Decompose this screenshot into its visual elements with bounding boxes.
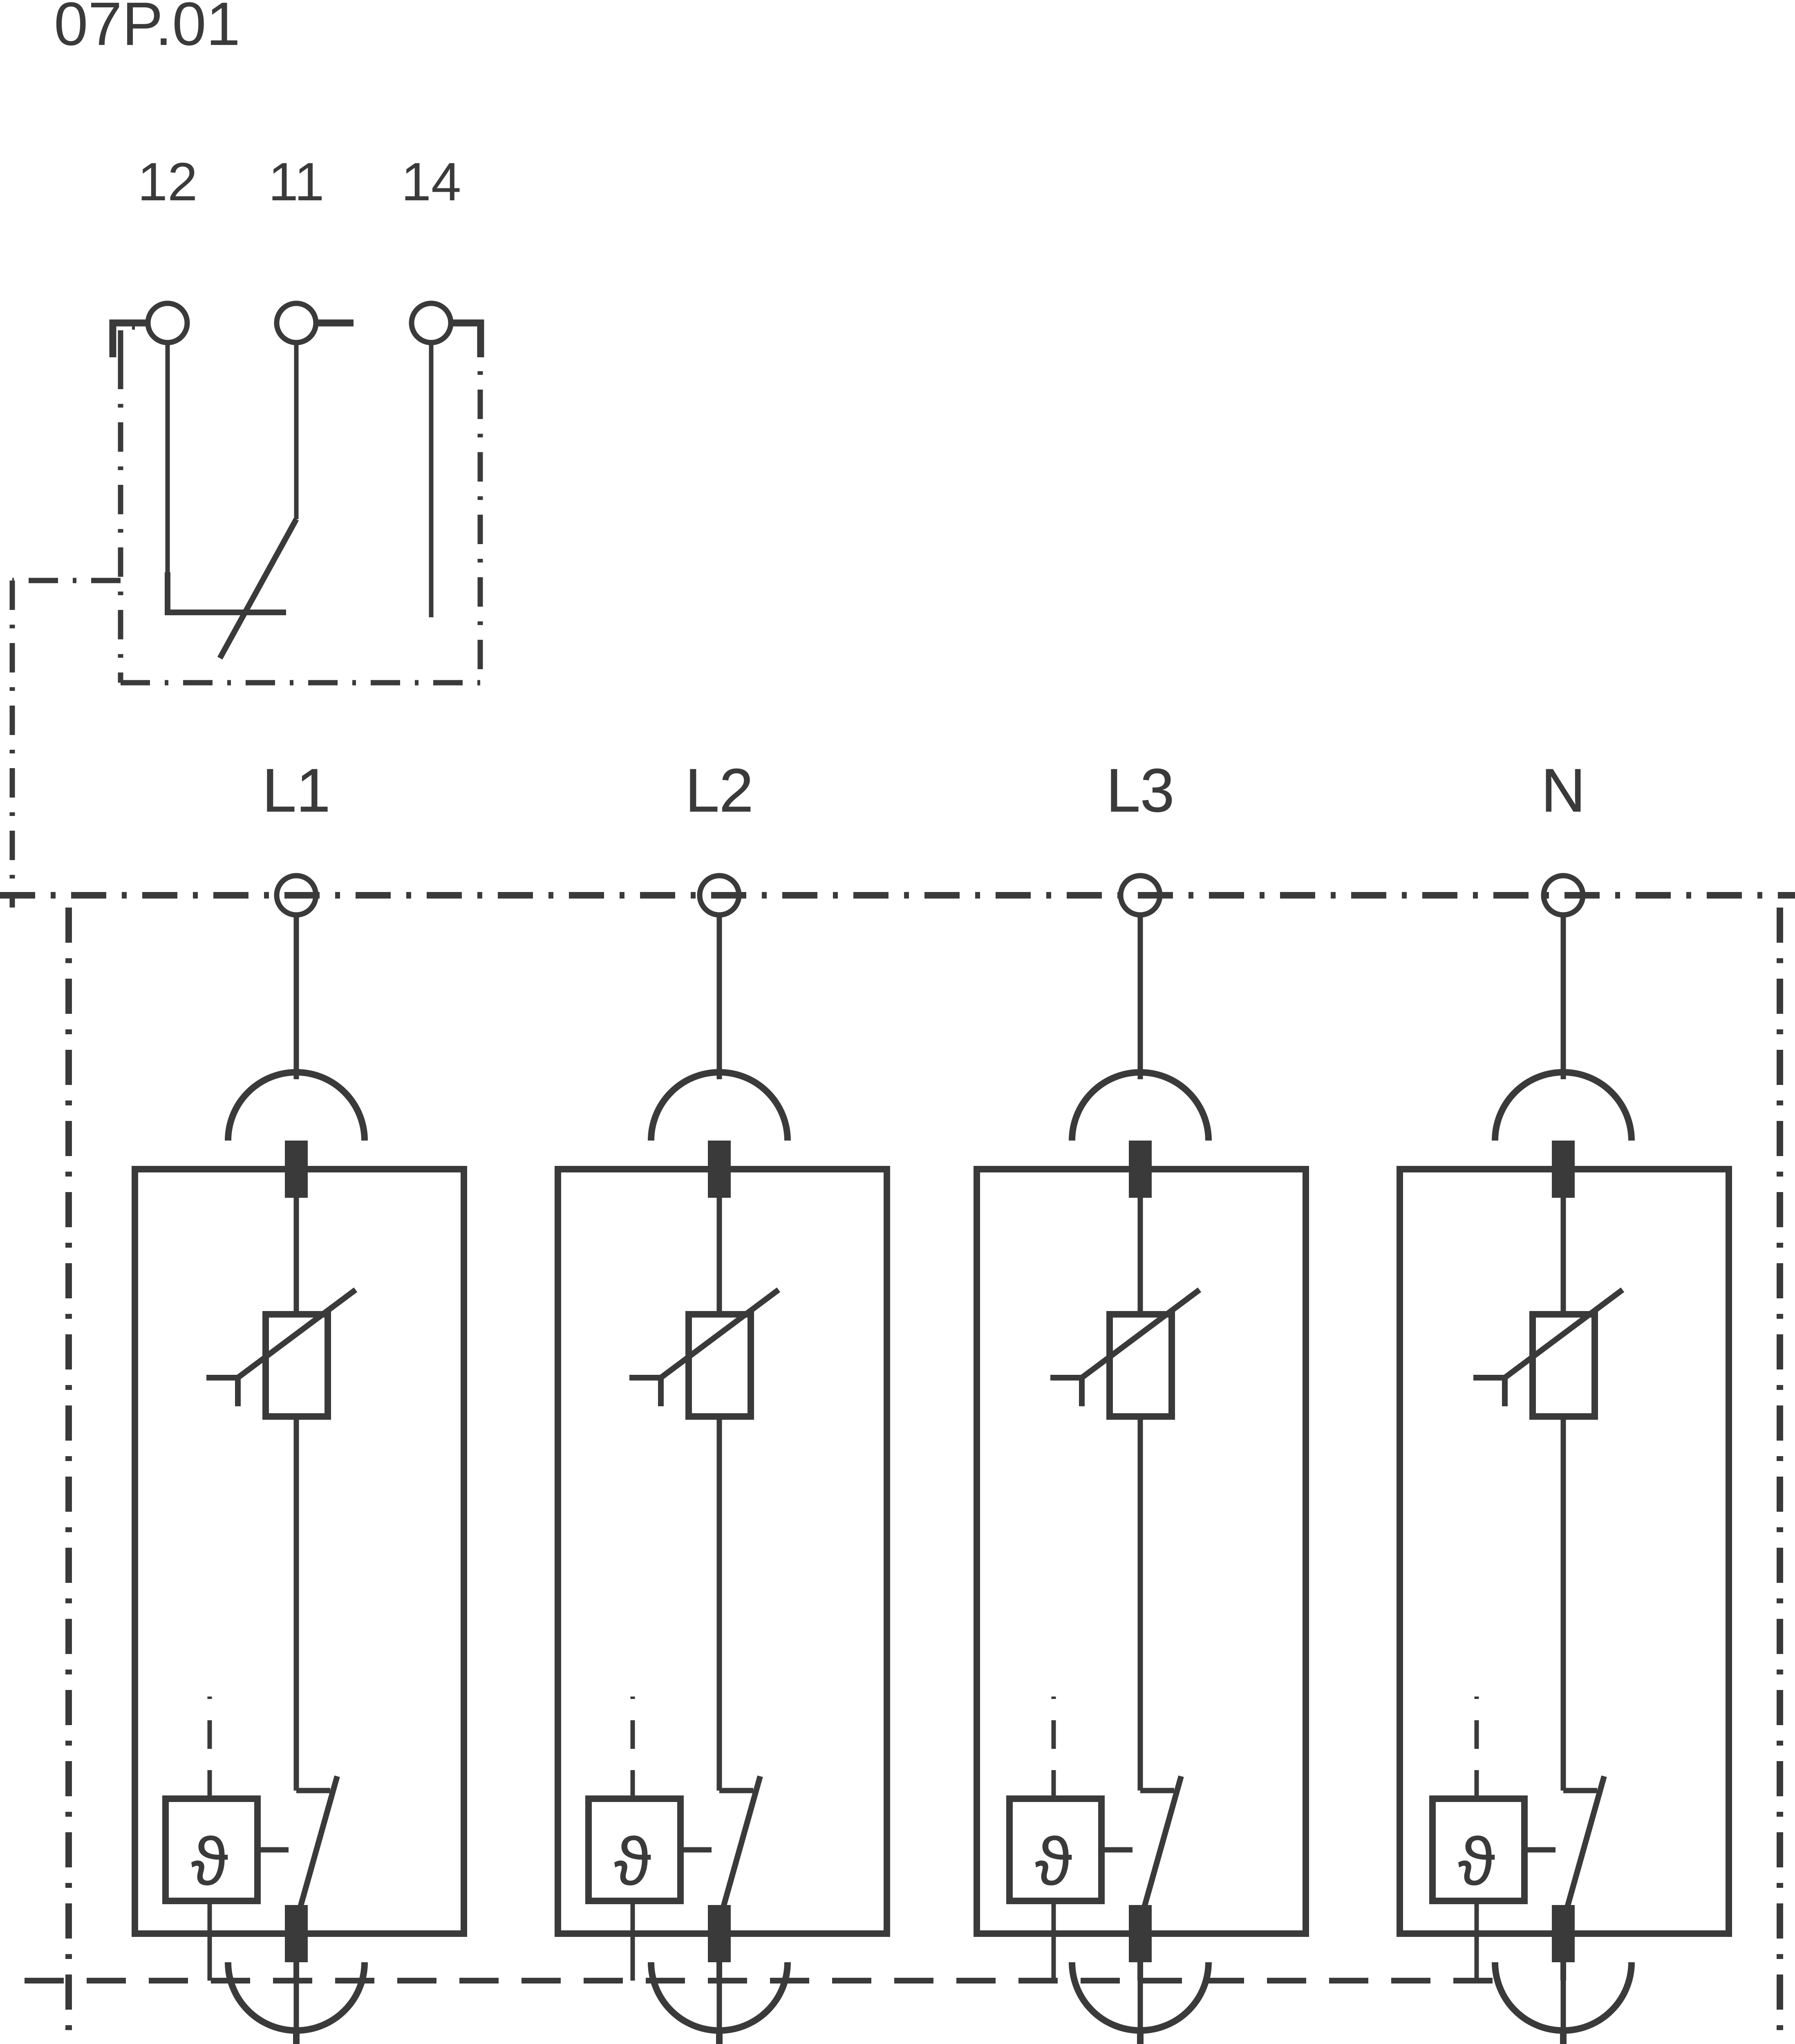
terminal-label-12: 12 [138, 152, 198, 212]
plug-connector-bottom-L1 [225, 1962, 368, 2034]
remote-contact-enclosure [118, 324, 483, 686]
varistor-L1 [206, 1287, 358, 1420]
remote-contact-group [9, 300, 484, 908]
module-body-L2 [555, 1166, 890, 1937]
plug-connector-top-L3 [1069, 1069, 1212, 1141]
terminal-label-14: 14 [401, 152, 461, 212]
module-body-L1 [132, 1166, 467, 1937]
varistor-L2 [629, 1287, 781, 1420]
plug-pin-bottom-L1 [285, 1905, 308, 1962]
thermal-symbol-L2: ϑ [614, 1824, 651, 1899]
terminal-14[interactable] [409, 300, 484, 617]
module-N: N ϑ [1397, 756, 1732, 2044]
plug-connector-bottom-L2 [648, 1962, 791, 2034]
plug-pin-bottom-L3 [1129, 1905, 1152, 1962]
plug-pin-bottom-L2 [708, 1905, 731, 1962]
thermal-sensor-N: ϑ [1429, 1697, 1556, 1981]
thermal-symbol-N: ϑ [1458, 1824, 1495, 1899]
phase-label-L3: L3 [1106, 756, 1175, 825]
plug-connector-bottom-N [1492, 1962, 1635, 2034]
remote-contact-lead [9, 578, 121, 908]
device-boundary [0, 892, 1795, 2044]
phase-label-L1: L1 [262, 756, 331, 825]
phase-label-L2: L2 [685, 756, 754, 825]
plug-connector-top-L2 [648, 1069, 791, 1141]
thermal-sensor-L2: ϑ [585, 1697, 712, 1981]
thermal-symbol-L3: ϑ [1035, 1824, 1072, 1899]
thermal-symbol-L1: ϑ [191, 1824, 228, 1899]
thermal-sensor-L1: ϑ [162, 1697, 289, 1981]
varistor-L3 [1050, 1287, 1202, 1420]
terminal-11[interactable] [217, 300, 354, 660]
phase-label-N: N [1541, 756, 1585, 825]
plug-connector-top-L1 [225, 1069, 368, 1141]
plug-connector-top-N [1492, 1069, 1635, 1141]
thermal-sensor-L3: ϑ [1006, 1697, 1133, 1981]
module-L2: L2 ϑ [555, 756, 890, 2044]
varistor-N [1473, 1287, 1625, 1420]
terminal-12[interactable] [109, 300, 286, 615]
plug-connector-bottom-L3 [1069, 1962, 1212, 2034]
terminal-label-11: 11 [268, 152, 324, 212]
module-L3: L3 ϑ [974, 756, 1309, 2044]
module-L1: L1 ϑ [132, 756, 467, 2044]
plug-pin-bottom-N [1552, 1905, 1575, 1962]
device-designation: 07P.01 [54, 0, 240, 58]
